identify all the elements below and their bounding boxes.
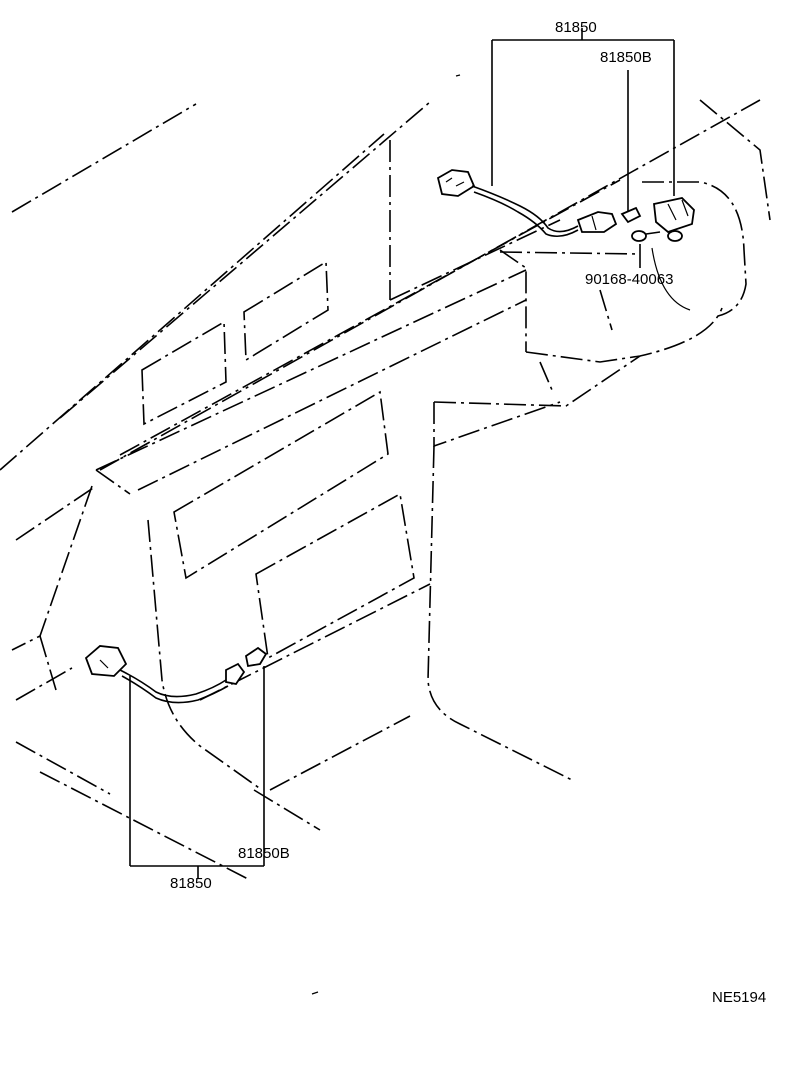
drawing-code: NE5194 <box>712 989 766 1006</box>
bottom-lamp-housing <box>84 645 128 677</box>
bottom-assembly-bracket <box>129 666 265 878</box>
top-wire-harness <box>436 169 618 238</box>
bottom-lamp-label: 81850B <box>238 845 290 862</box>
side-windows <box>141 260 415 660</box>
screw-label: 90168-40063 <box>585 271 673 288</box>
screw <box>631 230 683 242</box>
body-outline <box>0 99 771 881</box>
top-lamp-housing <box>653 197 695 234</box>
screw-leader-curve <box>651 247 691 311</box>
bottom-assembly-label: 81850 <box>170 875 212 892</box>
bottom-wire-harness <box>119 662 246 704</box>
top-assembly-label: 81850 <box>555 19 597 36</box>
stray-mark <box>311 991 319 995</box>
top-lamp-bulb <box>620 206 642 224</box>
top-assembly-bracket <box>491 28 675 212</box>
stray-mark <box>455 74 461 77</box>
bottom-lamp-bulb <box>244 646 268 668</box>
top-lamp-label: 81850B <box>600 49 652 66</box>
